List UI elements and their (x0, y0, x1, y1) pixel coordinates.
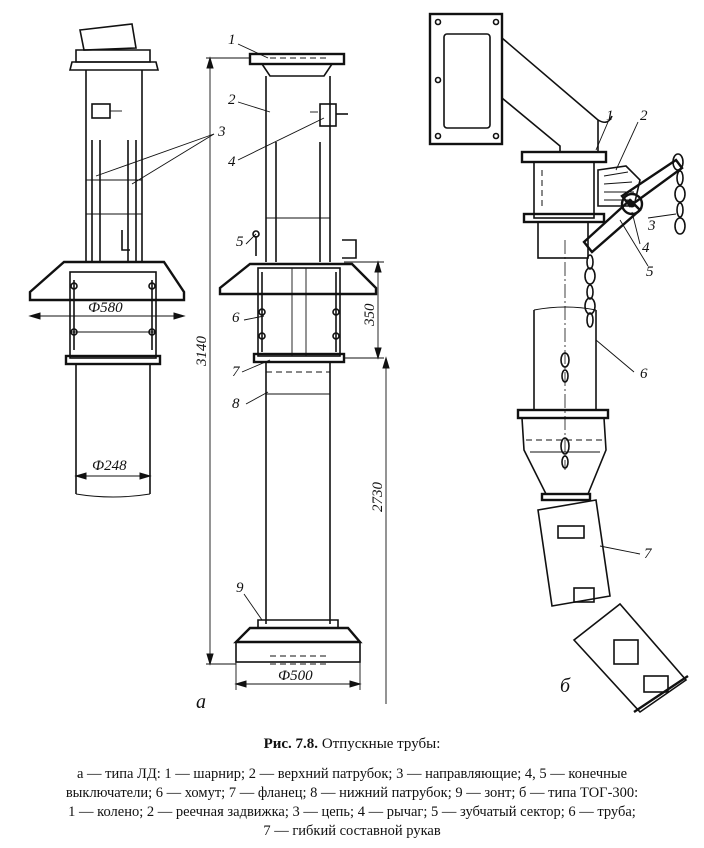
label-dim-500: Ф500 (278, 668, 313, 684)
label-mid-4: 4 (228, 154, 236, 170)
legend-line: а — типа ЛД: 1 — шарнир; 2 — верхний пат… (76, 766, 628, 782)
figure-title: Рис. 7.8. Отпускные трубы: (0, 736, 704, 753)
label-mid-9: 9 (236, 580, 244, 596)
label-view-a: а (196, 691, 206, 713)
label-left-3: 3 (217, 124, 226, 140)
legend-line: 7 — гибкий составной рукав (263, 823, 441, 839)
label-right-7: 7 (644, 546, 653, 562)
legend-line: 1 — колено; 2 — реечная задвижка; 3 — це… (68, 804, 636, 820)
label-mid-8: 8 (232, 396, 240, 412)
label-right-2: 2 (640, 108, 648, 124)
label-dim-248: Ф248 (92, 458, 127, 474)
chain-lower (584, 254, 596, 328)
figure-number: Рис. 7.8. (263, 736, 319, 752)
left-view (28, 23, 215, 498)
legend-line: выключатели; 6 — хомут; 7 — фланец; 8 — … (65, 785, 639, 801)
label-dim-3140: 3140 (194, 336, 210, 368)
label-mid-1: 1 (228, 32, 236, 48)
figure-legend: а — типа ЛД: 1 — шарнир; 2 — верхний пат… (14, 765, 690, 841)
technical-drawing: Ф580 Ф248 3 (28, 12, 689, 714)
right-view (428, 12, 689, 714)
label-dim-2730: 2730 (370, 482, 386, 513)
label-right-6: 6 (640, 366, 648, 382)
label-right-3: 3 (647, 218, 656, 234)
label-mid-6: 6 (232, 310, 240, 326)
label-dim-580: Ф580 (88, 300, 123, 316)
label-mid-2: 2 (228, 92, 236, 108)
figure-title-text: Отпускные трубы: (321, 736, 441, 752)
middle-view (206, 43, 390, 704)
label-view-b: б (560, 675, 571, 697)
label-mid-5: 5 (236, 234, 244, 250)
label-mid-7: 7 (232, 364, 241, 380)
figure-caption: Рис. 7.8. Отпускные трубы: а — типа ЛД: … (0, 736, 704, 841)
label-right-4: 4 (642, 240, 650, 256)
chain-upper (672, 153, 686, 235)
label-dim-350: 350 (362, 303, 378, 327)
label-right-5: 5 (646, 264, 654, 280)
label-right-1: 1 (606, 108, 614, 124)
